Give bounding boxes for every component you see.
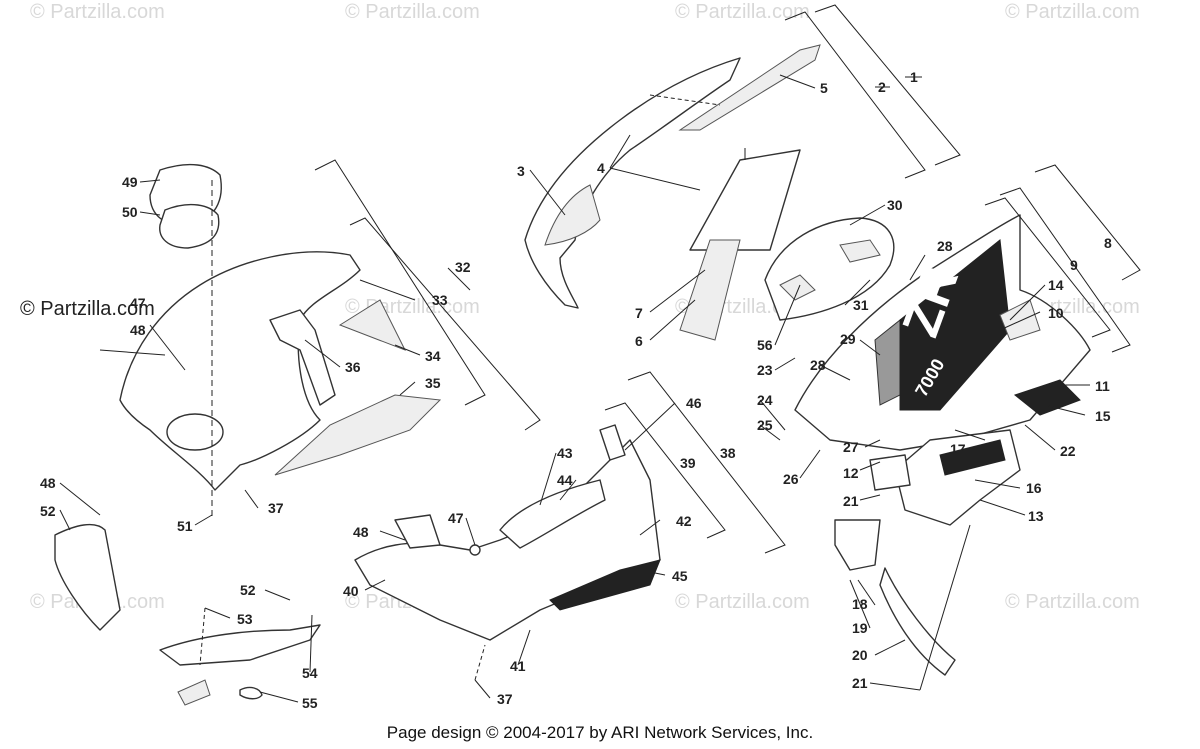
callout-18: 18 bbox=[852, 596, 868, 612]
callout-21a: 21 bbox=[843, 493, 859, 509]
callout-24: 24 bbox=[757, 392, 773, 408]
callout-14: 14 bbox=[1048, 277, 1064, 293]
callout-labels: 1 2 3 4 5 6 7 8 9 10 11 12 13 14 15 16 1… bbox=[40, 69, 1112, 711]
callout-31: 31 bbox=[853, 297, 869, 313]
callout-23: 23 bbox=[757, 362, 773, 378]
callout-46: 46 bbox=[686, 395, 702, 411]
bracket-lines bbox=[314, 4, 1141, 554]
watermark: © Partzilla.com bbox=[675, 591, 810, 613]
callout-50: 50 bbox=[122, 204, 138, 220]
callout-2: 2 bbox=[878, 79, 886, 95]
callout-3: 3 bbox=[517, 163, 525, 179]
hood-upper-assembly bbox=[524, 44, 895, 341]
callout-52b: 52 bbox=[240, 582, 256, 598]
brand-label: © Partzilla.com bbox=[20, 298, 155, 320]
callout-28a: 28 bbox=[937, 238, 953, 254]
callout-19: 19 bbox=[852, 620, 868, 636]
callout-28b: 28 bbox=[810, 357, 826, 373]
callout-33: 33 bbox=[432, 292, 448, 308]
callout-43: 43 bbox=[557, 445, 573, 461]
callout-12: 12 bbox=[843, 465, 859, 481]
callout-41: 41 bbox=[510, 658, 526, 674]
callout-25: 25 bbox=[757, 417, 773, 433]
callout-36: 36 bbox=[345, 359, 361, 375]
callout-45: 45 bbox=[672, 568, 688, 584]
callout-54: 54 bbox=[302, 665, 318, 681]
watermark: © Partzilla.com bbox=[1005, 1, 1140, 23]
callout-56: 56 bbox=[757, 337, 773, 353]
callout-42: 42 bbox=[676, 513, 692, 529]
callout-9: 9 bbox=[1070, 257, 1078, 273]
callout-21b: 21 bbox=[852, 675, 868, 691]
callout-11: 11 bbox=[1095, 378, 1110, 394]
callout-15: 15 bbox=[1095, 408, 1111, 424]
callout-44: 44 bbox=[557, 472, 573, 488]
callout-48c: 48 bbox=[40, 475, 56, 491]
callout-34: 34 bbox=[425, 348, 441, 364]
watermark: © Partzilla.com bbox=[30, 1, 165, 23]
callout-53: 53 bbox=[237, 611, 253, 627]
watermark: © Partzilla.com bbox=[345, 1, 480, 23]
belly-pan-assembly bbox=[354, 424, 661, 641]
callout-7: 7 bbox=[635, 305, 643, 321]
leader-lines bbox=[59, 74, 1090, 703]
page-credit: Page design © 2004-2017 by ARI Network S… bbox=[387, 723, 813, 742]
lower-left-parts bbox=[54, 523, 321, 706]
watermark: © Partzilla.com bbox=[1005, 591, 1140, 613]
callout-48b: 48 bbox=[353, 524, 369, 540]
callout-1: 1 bbox=[910, 69, 918, 85]
callout-6: 6 bbox=[635, 333, 643, 349]
callout-17: 17 bbox=[950, 441, 966, 457]
callout-47b: 47 bbox=[448, 510, 464, 526]
callout-37b: 37 bbox=[497, 691, 513, 707]
left-console-assembly bbox=[119, 163, 442, 520]
callout-26: 26 bbox=[783, 471, 799, 487]
watermark: © Partzilla.com bbox=[675, 1, 810, 23]
callout-52a: 52 bbox=[40, 503, 56, 519]
callout-5: 5 bbox=[820, 80, 828, 96]
callout-47a: 47 bbox=[130, 295, 146, 311]
callout-51: 51 bbox=[177, 518, 193, 534]
callout-35: 35 bbox=[425, 375, 441, 391]
callout-27: 27 bbox=[843, 439, 859, 455]
callout-48a: 48 bbox=[130, 322, 146, 338]
callout-30: 30 bbox=[887, 197, 903, 213]
side-panel-assembly: ZR 7000 bbox=[794, 214, 1091, 676]
callout-20: 20 bbox=[852, 647, 868, 663]
callout-29: 29 bbox=[840, 331, 856, 347]
callout-16: 16 bbox=[1026, 480, 1042, 496]
callout-10: 10 bbox=[1048, 305, 1064, 321]
callout-39: 39 bbox=[680, 455, 696, 471]
callout-22: 22 bbox=[1060, 443, 1076, 459]
callout-40: 40 bbox=[343, 583, 359, 599]
callout-4: 4 bbox=[597, 160, 605, 176]
callout-38: 38 bbox=[720, 445, 736, 461]
callout-8: 8 bbox=[1104, 235, 1112, 251]
callout-55: 55 bbox=[302, 695, 318, 711]
callout-32: 32 bbox=[455, 259, 471, 275]
callout-37a: 37 bbox=[268, 500, 284, 516]
callout-49: 49 bbox=[122, 174, 138, 190]
callout-13: 13 bbox=[1028, 508, 1044, 524]
